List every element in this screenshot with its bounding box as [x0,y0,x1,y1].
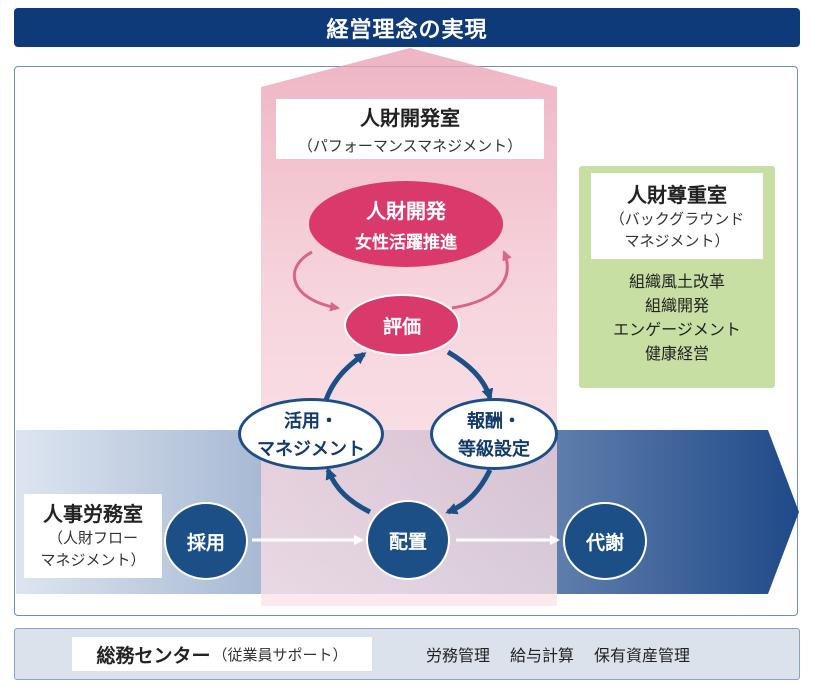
compensation-oval: 報酬・ 等級設定 [430,398,558,470]
hr-labor-subtitle-line1: （人財フロー [47,529,138,547]
general-affairs-item: 給与計算 [510,646,575,665]
general-affairs-name: 総務センター [96,644,211,667]
turnover-circle: 代謝 [563,502,647,580]
cycle-arrow-placement-to-utilization [325,467,372,515]
general-affairs-item: 保有資産管理 [594,646,691,665]
utilization-line1: 活用・ [284,411,338,432]
hiring-label: 採用 [186,531,225,554]
utilization-oval: 活用・ マネジメント [238,398,384,470]
hr-development-subtitle: （パフォーマンスマネジメント） [297,137,523,155]
hr-respect-name: 人財尊重室 [627,183,727,207]
general-affairs-subtitle: （従業員サポート） [212,645,348,664]
hiring-circle: 採用 [164,502,248,580]
hr-development-oval: 人財開発 女性活躍推進 [309,181,503,267]
hr-development-label: 人財開発室 （パフォーマンスマネジメント） [276,99,544,159]
compensation-line1: 報酬・ [467,411,521,432]
evaluation-oval: 評価 [344,294,460,356]
hr-respect-subtitle-line1: （バックグラウンド [609,210,745,228]
title-bar: 経営理念の実現 [14,8,800,47]
hr-development-name: 人財開発室 [360,106,460,130]
page-title: 経営理念の実現 [326,17,488,43]
hr-development-oval-line1: 人財開発 [366,199,446,223]
hr-development-oval-line2: 女性活躍推進 [355,233,457,253]
hr-labor-name: 人事労務室 [43,502,143,526]
hr-respect-subtitle-line2: マネジメント） [624,232,730,250]
pink-arrow-right [451,250,512,310]
hr-labor-label: 人事労務室 （人財フロー マネジメント） [24,494,162,578]
hr-respect-label: 人財尊重室 （バックグラウンド マネジメント） [591,173,763,259]
turnover-label: 代謝 [585,531,624,554]
pink-arrow-left [292,250,340,312]
compensation-line2: 等級設定 [458,439,530,460]
hr-respect-item: エンゲージメント [613,320,741,339]
general-affairs-items: 労務管理 給与計算 保有資産管理 [426,637,710,671]
utilization-line2: マネジメント [257,439,365,460]
cycle-arrow-compensation-to-placement [445,468,493,515]
hr-respect-item: 健康経営 [644,344,709,363]
hr-respect-item: 組織開発 [644,296,709,315]
hr-respect-items: 組織風土改革 組織開発 エンゲージメント 健康経営 [579,270,775,366]
cycle-arrow-utilization-to-evaluation [323,352,367,401]
placement-circle: 配置 [366,500,450,580]
general-affairs-label: 総務センター （従業員サポート） [72,637,372,671]
evaluation-label: 評価 [382,315,421,338]
cycle-arrow-evaluation-to-compensation [446,349,494,401]
hr-respect-item: 組織風土改革 [628,272,725,291]
hr-labor-subtitle-line2: マネジメント） [40,551,146,569]
general-affairs-item: 労務管理 [426,646,491,665]
placement-label: 配置 [388,530,427,553]
